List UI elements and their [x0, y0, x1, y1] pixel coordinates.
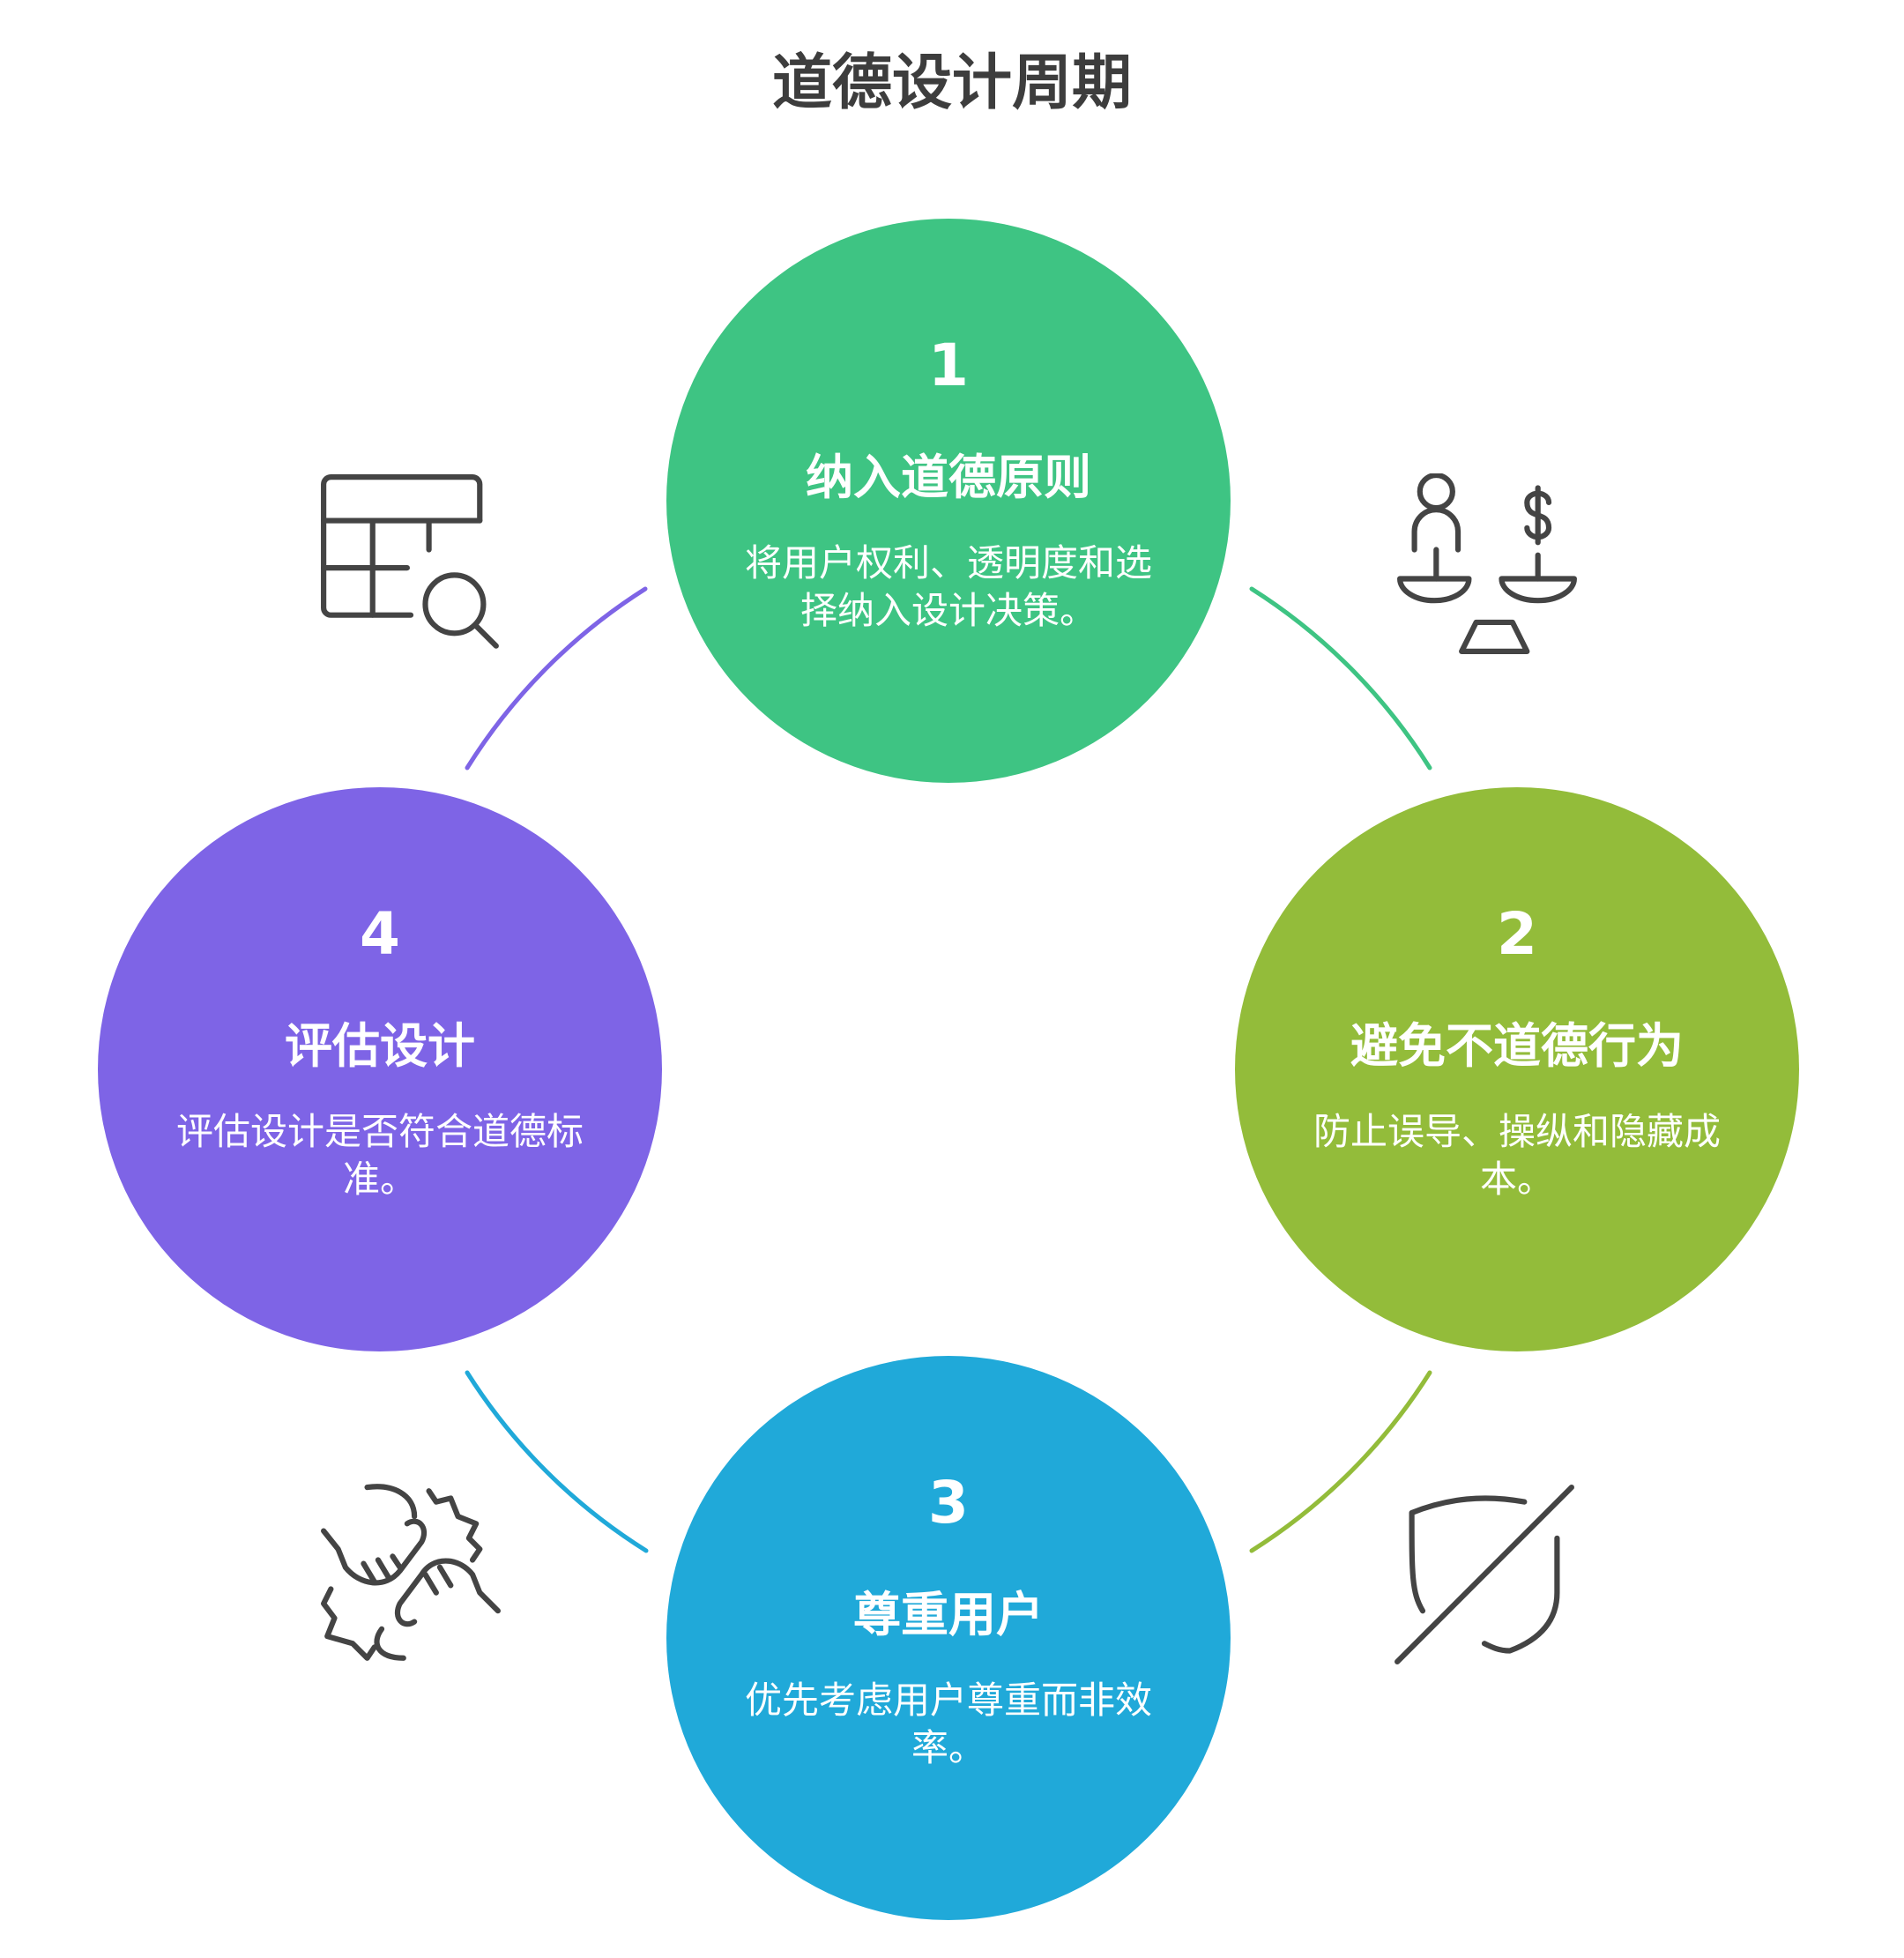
step-heading: 评估设计 [285, 1018, 475, 1074]
handshake-fist-bump-icon [321, 1484, 501, 1661]
step-description: 防止误导、操纵和隐藏成本。 [1313, 1110, 1721, 1201]
arc-4-to-1 [465, 586, 648, 771]
arc-2-to-3 [1249, 1370, 1432, 1553]
step-heading: 避免不道德行为 [1350, 1018, 1684, 1074]
step-heading: 尊重用户 [853, 1587, 1044, 1642]
arc-3-to-4 [465, 1370, 649, 1553]
step-number: 3 [928, 1469, 969, 1537]
shield-slash-icon [1395, 1485, 1574, 1664]
step-3-circle: 3 尊重用户 优先考虑用户尊重而非效率。 [666, 1356, 1231, 1920]
step-description: 评估设计是否符合道德标准。 [175, 1110, 584, 1201]
step-number: 2 [1497, 900, 1537, 968]
step-heading: 纳入道德原则 [806, 450, 1091, 505]
scales-person-money-icon [1397, 473, 1577, 654]
table-search-icon [321, 474, 499, 649]
step-number: 4 [360, 900, 400, 968]
step-2-circle: 2 避免不道德行为 防止误导、操纵和隐藏成本。 [1235, 787, 1799, 1351]
step-number: 1 [928, 331, 969, 399]
diagram-title: 道德设计周期 [771, 48, 1132, 118]
step-description: 将用户权利、透明度和选择纳入设计决策。 [744, 541, 1152, 632]
step-1-circle: 1 纳入道德原则 将用户权利、透明度和选择纳入设计决策。 [666, 219, 1231, 783]
step-4-circle: 4 评估设计 评估设计是否符合道德标准。 [98, 787, 662, 1351]
arc-1-to-2 [1249, 586, 1432, 771]
step-description: 优先考虑用户尊重而非效率。 [744, 1679, 1152, 1769]
